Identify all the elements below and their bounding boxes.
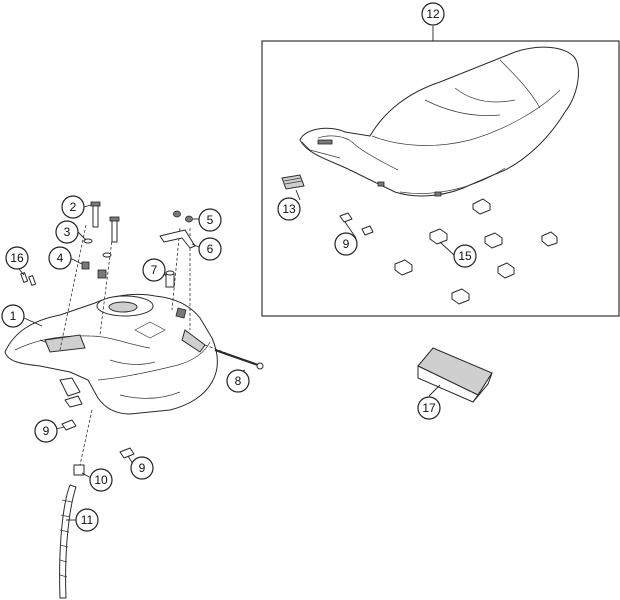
- callout-17-label: 17: [422, 401, 436, 415]
- callout-6-label: 6: [207, 242, 214, 256]
- bracket-and-nuts: [159, 210, 196, 249]
- seat-part: [299, 46, 579, 197]
- callout-10-label: 10: [94, 473, 108, 487]
- part-8-bolt: [214, 348, 264, 370]
- callout-9c-label: 9: [343, 237, 350, 251]
- callout-9a-label: 9: [43, 424, 50, 438]
- callout-9-tank-left: 9: [34, 419, 58, 443]
- callout-10: 10: [89, 468, 113, 492]
- seat-assembly-frame: [261, 40, 620, 317]
- callout-2-label: 2: [70, 200, 77, 214]
- fuel-tank-part: [4, 293, 218, 415]
- seat-clips: [339, 212, 374, 236]
- callout-15-label: 15: [458, 249, 472, 263]
- callout-15: 15: [453, 244, 477, 268]
- callout-6: 6: [198, 237, 222, 261]
- callout-5: 5: [198, 208, 222, 232]
- callout-3: 3: [55, 220, 79, 244]
- part-13-pad: [281, 174, 305, 190]
- callout-17: 17: [417, 396, 441, 420]
- callout-1: 1: [1, 304, 25, 328]
- callout-2: 2: [61, 195, 85, 219]
- tank-clips: [61, 419, 135, 459]
- callout-13: 13: [277, 197, 301, 221]
- clip-nuts-15: [394, 198, 558, 305]
- callout-9b-label: 9: [139, 461, 146, 475]
- callout-9-seat: 9: [334, 232, 358, 256]
- callout-12-label: 12: [426, 7, 440, 21]
- seat-assembly-group: [261, 26, 620, 317]
- callout-11: 11: [75, 508, 99, 532]
- callout-8-label: 8: [235, 374, 242, 388]
- callout-13-label: 13: [282, 202, 296, 216]
- callout-7-label: 7: [151, 263, 158, 277]
- callout-12: 12: [421, 2, 445, 26]
- callout-8: 8: [226, 369, 250, 393]
- callout-5-label: 5: [207, 213, 214, 227]
- callout-1-label: 1: [10, 309, 17, 323]
- callout-4-label: 4: [57, 251, 64, 265]
- hose-assembly: [59, 464, 85, 599]
- callout-7: 7: [142, 258, 166, 282]
- screw-stack-left: [81, 201, 120, 279]
- callout-16-label: 16: [10, 251, 24, 265]
- part-17-pad: [417, 347, 493, 403]
- callout-3-label: 3: [64, 225, 71, 239]
- callout-16: 16: [5, 246, 29, 270]
- part-7-sleeve: [165, 270, 175, 288]
- callout-11-label: 11: [81, 513, 94, 527]
- callout-9-tank-bottom: 9: [130, 456, 154, 480]
- callout-4: 4: [48, 246, 72, 270]
